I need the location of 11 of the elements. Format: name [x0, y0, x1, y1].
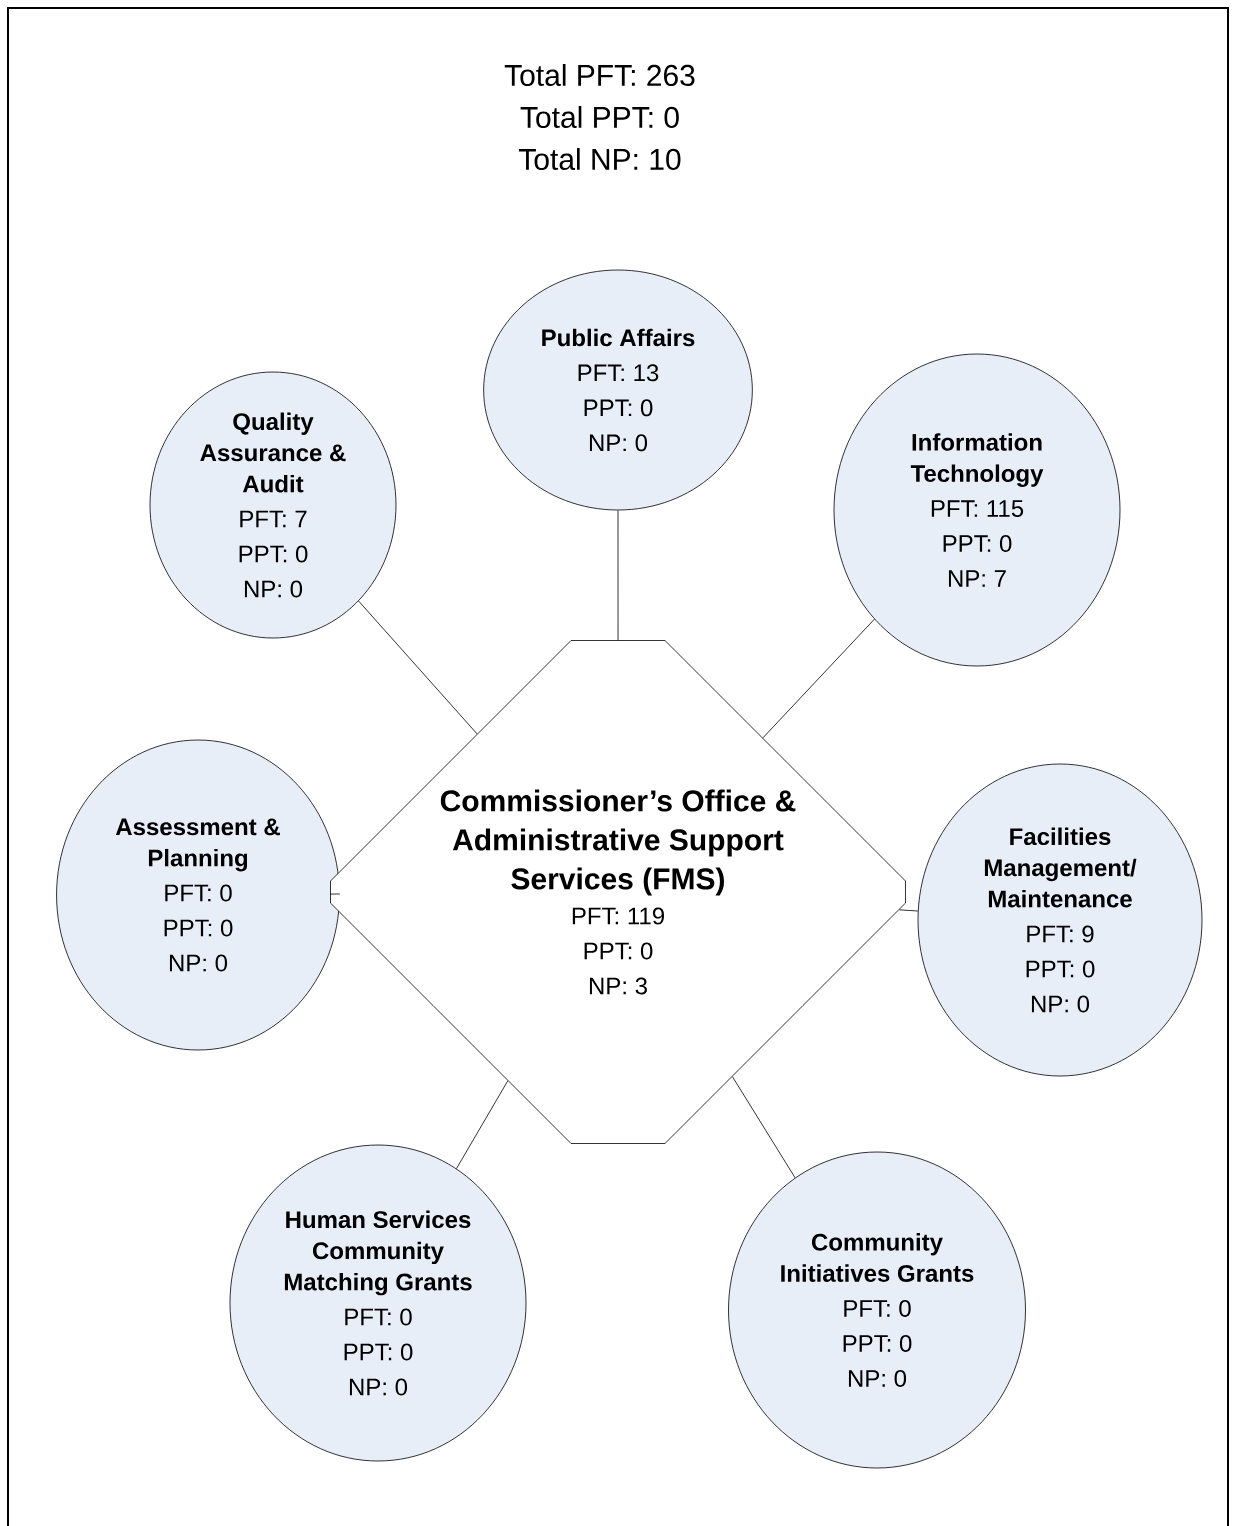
total-count-text: Total NP: 10: [518, 148, 681, 170]
connector-line: [732, 1076, 796, 1179]
connector-line: [898, 909, 919, 912]
office-octagon: Commissioner’s Office & Administrative Support Services (FMS) PFT: 119 PPT: 0 NP: 3: [330, 640, 906, 1144]
connector-line: [617, 510, 619, 641]
total-count-text: Total PPT: 0: [520, 106, 679, 128]
connector-line: [456, 1080, 509, 1169]
connector-line: [329, 893, 341, 895]
total-count-text: Total PFT: 263: [504, 64, 695, 86]
connector-line: [762, 618, 875, 739]
connector-line: [358, 600, 478, 735]
